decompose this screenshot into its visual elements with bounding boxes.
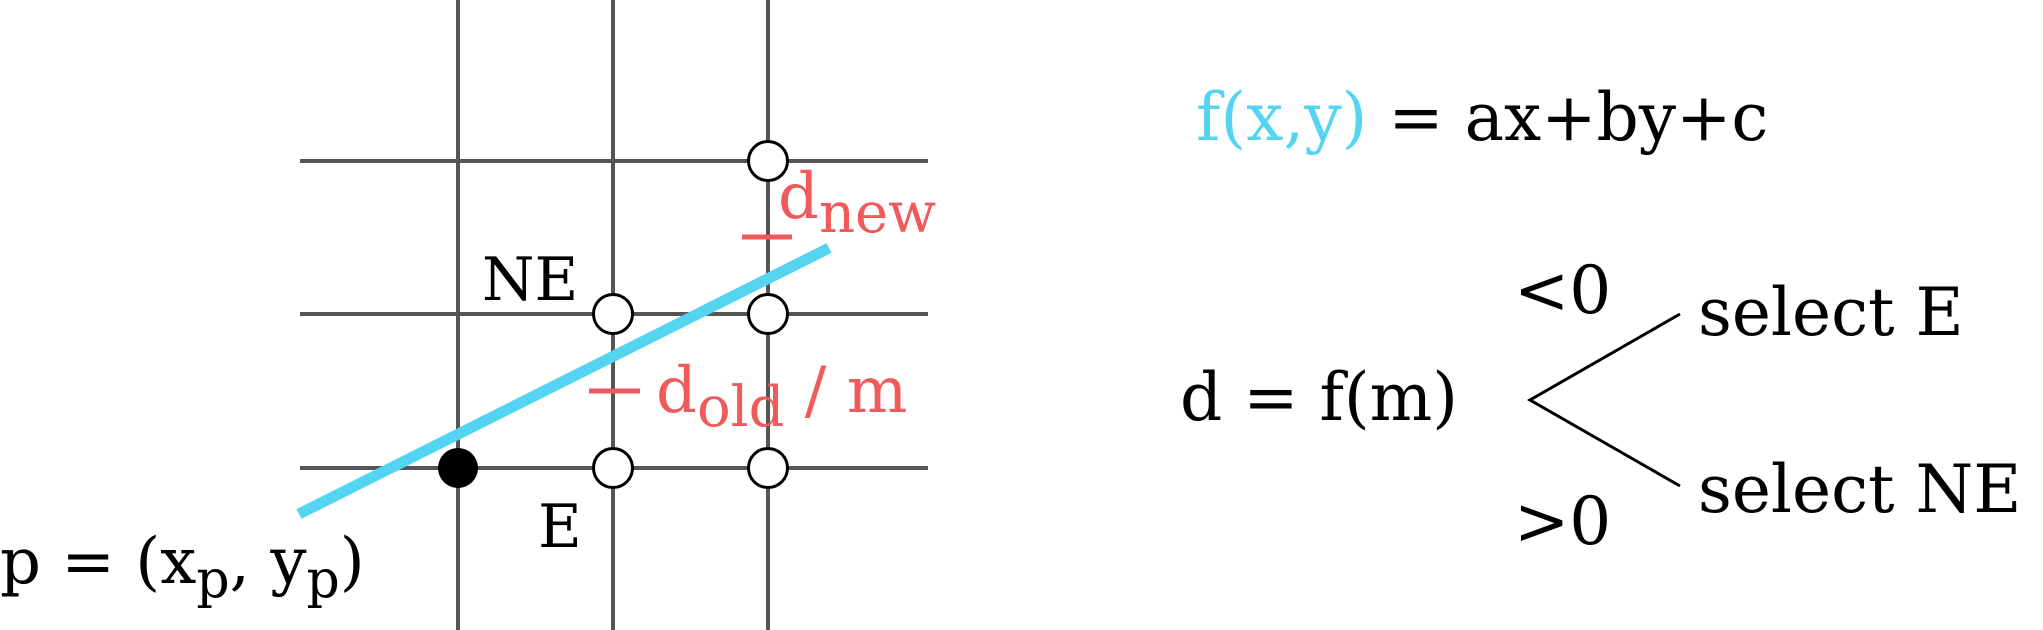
pixel-current-p <box>438 448 478 488</box>
pixel-e <box>592 447 634 489</box>
e-label: E <box>538 492 582 562</box>
line-segment <box>296 243 832 519</box>
pixel-ne-next <box>747 293 789 335</box>
greater-than-zero: >0 <box>1514 483 1611 560</box>
ne-label: NE <box>482 245 578 315</box>
equation: f(x,y) = ax+by+c <box>1196 79 1768 156</box>
decision-lhs: d = f(m) <box>1180 359 1458 436</box>
pixel-e-next <box>747 447 789 489</box>
decision-branch <box>1526 312 1681 488</box>
p-label: p = (xp, yp) <box>0 525 365 610</box>
pixel-ne <box>592 293 634 335</box>
pixel-top <box>747 140 789 182</box>
d-new-label: dnew <box>778 160 936 246</box>
select-ne: select NE <box>1698 451 2022 528</box>
d-old-label: dold / m <box>656 354 907 440</box>
function-name: f(x,y) <box>1196 79 1367 156</box>
select-e: select E <box>1698 274 1964 351</box>
pixels <box>438 140 789 489</box>
less-than-zero: <0 <box>1514 252 1611 329</box>
